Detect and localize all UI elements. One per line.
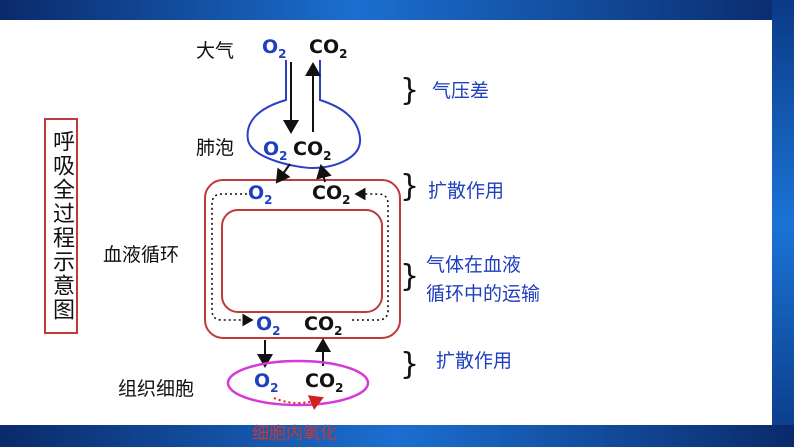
- o2-blood-top: O2: [248, 182, 273, 207]
- co2-blood-bottom: CO2: [304, 313, 343, 338]
- top-frame-bar: [0, 0, 794, 20]
- co2-blood-top: CO2: [312, 182, 351, 207]
- bottom-frame-bar: [0, 425, 794, 447]
- brace-diffusion-bottom: }: [400, 347, 420, 382]
- brace-diffusion-top: }: [400, 169, 420, 204]
- arrow-co2-to-alveoli: [316, 164, 332, 183]
- blood-loop-outer: [204, 179, 401, 339]
- side-title-box: 呼吸全过程示意图: [44, 118, 78, 334]
- label-tissue-cells: 组织细胞: [118, 378, 195, 400]
- label-alveoli: 肺泡: [196, 137, 235, 159]
- oxidation-arrow: [273, 395, 324, 410]
- circulation-dotted-path: [211, 193, 254, 327]
- blood-loop-inner: [221, 209, 383, 313]
- label-blood-circulation: 血液循环: [103, 244, 180, 266]
- annotation-gas-transport-line2: 循环中的运输: [426, 283, 541, 305]
- caption-intracellular-oxidation: 细胞内氧化: [252, 424, 337, 444]
- annotation-pressure-difference: 气压差: [432, 80, 490, 102]
- o2-alveoli: O2: [263, 138, 288, 163]
- annotation-gas-transport-line1: 气体在血液: [426, 254, 522, 276]
- arrow-o2-to-blood: [275, 163, 291, 184]
- o2-blood-bottom: O2: [256, 313, 281, 338]
- o2-atmosphere: O2: [262, 36, 287, 61]
- co2-alveoli: CO2: [293, 138, 332, 163]
- annotation-diffusion-top: 扩散作用: [428, 180, 505, 202]
- right-frame-bar: [772, 0, 794, 447]
- tissue-cell-ellipse: [226, 359, 370, 407]
- co2-tissue: CO2: [305, 370, 344, 395]
- circulation-dotted-path-right: [352, 187, 389, 321]
- slide-canvas: [0, 20, 772, 425]
- alveolus-outline: [246, 60, 362, 170]
- side-title: 呼吸全过程示意图: [49, 130, 74, 322]
- o2-tissue: O2: [254, 370, 279, 395]
- annotation-diffusion-bottom: 扩散作用: [436, 350, 513, 372]
- co2-atmosphere: CO2: [309, 36, 348, 61]
- brace-gas-transport: }: [400, 259, 420, 294]
- label-atmosphere: 大气: [196, 40, 235, 62]
- brace-pressure: }: [400, 73, 420, 108]
